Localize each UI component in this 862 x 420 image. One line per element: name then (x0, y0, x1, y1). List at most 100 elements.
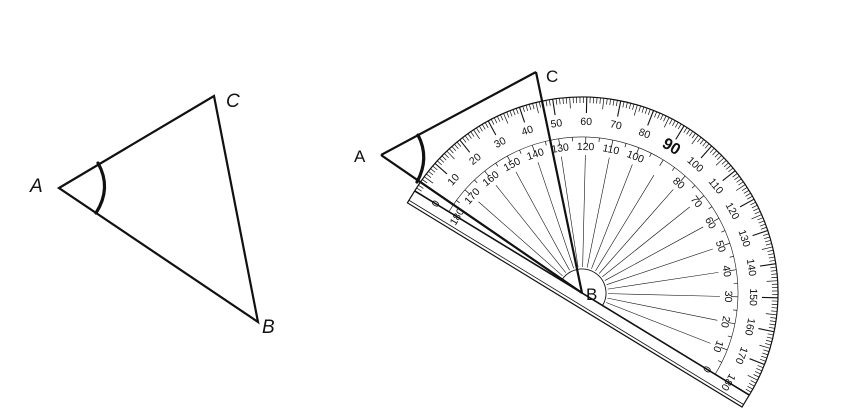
protractor-tick (669, 118, 673, 125)
right-vertex-b-label: B (586, 285, 597, 304)
protractor-tick (479, 125, 483, 132)
protractor-tick (721, 160, 727, 165)
protractor-scale-label: 30 (722, 291, 734, 303)
protractor-tick (446, 150, 455, 160)
protractor-tick (441, 155, 447, 161)
protractor-ray (602, 206, 691, 278)
right-side-ab (380, 154, 583, 294)
protractor-tick (726, 165, 732, 170)
protractor-tick (745, 388, 752, 393)
protractor-tick (582, 97, 584, 104)
protractor-tick (606, 98, 608, 105)
protractor-ray (607, 297, 718, 321)
protractor-tick (762, 352, 769, 356)
left-triangle: A C B (29, 91, 275, 338)
protractor-scale-label: 130 (551, 141, 570, 156)
protractor-scale-label: 90 (659, 135, 683, 159)
protractor: 1800170101602015030140401305012060110701… (406, 96, 779, 408)
protractor-tick (771, 276, 778, 279)
protractor-tick (487, 120, 497, 136)
protractor-inner-tick (456, 200, 460, 204)
protractor-inner-tick (571, 137, 573, 142)
protractor-tick (552, 99, 556, 116)
protractor-tick (428, 170, 434, 176)
protractor-tick (749, 358, 765, 366)
protractor-inner-tick (721, 230, 726, 233)
protractor-ray (586, 157, 610, 268)
protractor-inner-tick (733, 309, 738, 311)
protractor-tick (750, 201, 756, 206)
protractor-tick (430, 168, 436, 173)
protractor-tick (672, 120, 676, 127)
protractor-tick (765, 243, 772, 246)
protractor-tick (763, 349, 770, 352)
protractor-tick (765, 313, 777, 316)
protractor-scale-label: 0 (700, 363, 713, 374)
protractor-scale-label: 60 (580, 116, 592, 128)
protractor-tick (512, 109, 516, 116)
protractor-tick (572, 97, 574, 104)
protractor-inner-tick (585, 137, 587, 145)
protractor-tick (647, 110, 655, 126)
protractor-tick (738, 181, 744, 186)
protractor-tick (765, 339, 772, 343)
protractor-inner-tick (495, 162, 499, 167)
right-side-ac (380, 71, 537, 156)
protractor-tick (771, 307, 778, 309)
protractor-tick (677, 123, 682, 130)
protractor-tick (747, 385, 753, 390)
protractor-tick (490, 119, 495, 125)
protractor-tick (484, 122, 489, 128)
protractor-tick (644, 108, 648, 114)
protractor-tick (743, 190, 750, 194)
protractor-tick (454, 143, 459, 149)
protractor-tick (493, 117, 498, 124)
protractor-tick (500, 114, 504, 121)
protractor-tick (753, 374, 760, 378)
protractor-tick (432, 165, 438, 171)
protractor-tick (759, 344, 771, 349)
protractor-ray (606, 248, 713, 285)
protractor-tick (663, 115, 667, 122)
protractor-tick (761, 355, 767, 359)
protractor-tick (750, 380, 757, 384)
protractor-tick (770, 317, 777, 319)
protractor-tick (481, 124, 486, 130)
protractor-tick (625, 102, 628, 109)
protractor-tick (470, 131, 475, 137)
protractor-inner-tick (558, 138, 561, 146)
protractor-tick (769, 323, 776, 326)
protractor-tick (691, 133, 696, 139)
protractor-tick (769, 320, 776, 322)
protractor-tick (771, 290, 778, 292)
protractor-tick (757, 365, 764, 369)
protractor-tick (439, 158, 445, 163)
right-triangle: A C (354, 67, 558, 184)
protractor-ray (595, 175, 655, 271)
protractor-inner-tick (708, 206, 713, 210)
protractor-scale-label: 70 (609, 118, 623, 132)
protractor-tick (444, 153, 449, 158)
protractor-scale-label: 0 (429, 198, 442, 209)
protractor-tick (753, 207, 759, 212)
protractor-tick (422, 179, 428, 184)
protractor-inner-tick (544, 141, 547, 146)
protractor-scale-label: 40 (720, 264, 734, 278)
protractor-inner-tick (636, 147, 640, 155)
protractor-inner-tick (598, 137, 600, 142)
protractor-inner-tick (720, 347, 728, 351)
protractor-tick (467, 133, 472, 139)
protractor-tick (663, 117, 670, 128)
protractor-scale-label: 140 (744, 258, 759, 277)
protractor-tick (736, 178, 742, 183)
protractor-scale-label: 50 (550, 117, 564, 131)
protractor-tick (761, 296, 778, 299)
protractor-tick (704, 143, 710, 149)
protractor-tick (759, 223, 766, 227)
protractor-tick (633, 104, 638, 116)
protractor-tick (689, 131, 694, 137)
protractor-ray (606, 302, 711, 344)
protractor-inner-tick (611, 140, 614, 148)
protractor-scale-label: 140 (525, 146, 546, 163)
protractor-inner-tick (680, 175, 686, 182)
